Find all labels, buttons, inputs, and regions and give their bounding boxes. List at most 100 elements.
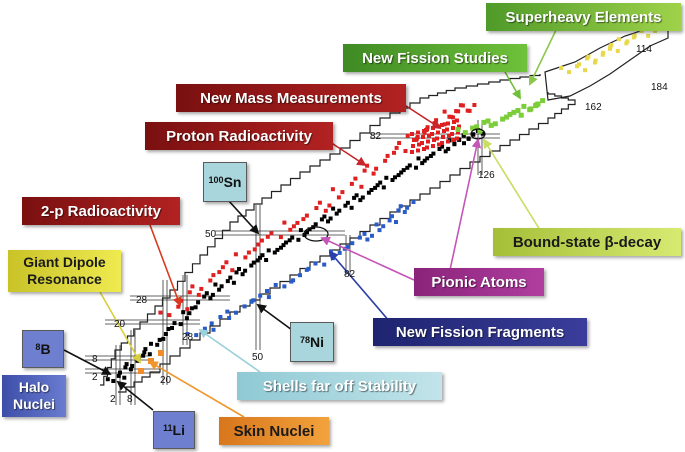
nuclide-cell-stable-76 <box>358 198 363 203</box>
nuclide-cell-proton-rich-36 <box>340 190 345 195</box>
nuclide-cell-proton-rich-49 <box>397 141 402 145</box>
nuclide-cell-fission-20 <box>540 98 546 104</box>
nuclide-cell-stable-42 <box>237 267 241 271</box>
nuclide-cell-stable-33 <box>210 292 215 297</box>
nuclide-cell-mass-cluster-8 <box>452 138 456 142</box>
nuclide-cell-stable-48 <box>264 258 269 262</box>
nuclide-cell-stable-96 <box>422 158 427 163</box>
nuclide-cell-mass-cluster-4 <box>431 144 435 148</box>
nuclide-cell-neutron-rich-44 <box>411 200 416 204</box>
nuclide-cell-neutron-rich-40 <box>396 208 401 213</box>
nuclide-cell-proton-rich-3 <box>185 307 190 312</box>
nuclide-cell-stable-92 <box>407 163 412 168</box>
label-halo-line1: Halo <box>18 379 50 395</box>
nuclide-cell-fission-13 <box>518 112 524 118</box>
nuclide-cell-fission-14 <box>515 108 521 113</box>
magic-number-proton-28: 28 <box>136 295 148 306</box>
label-bound-state-beta-decay: Bound-state β-decay <box>493 228 681 256</box>
nuclide-cell-proton-rich-56 <box>425 125 430 130</box>
nuclide-cell-fission-11 <box>504 114 510 120</box>
nuclide-cell-fission-0 <box>455 127 461 132</box>
nuclide-cell-mass-cluster-1 <box>416 148 420 153</box>
nuclide-cell-stable-29 <box>196 300 201 305</box>
magic-number-neutron-82: 82 <box>344 269 356 280</box>
nuclide-cell-stable-20 <box>170 326 174 330</box>
nuclide-cell-proton-rich-63 <box>447 114 452 119</box>
nuclide-cell-stable-72 <box>343 203 348 208</box>
label-new-fission-studies: New Fission Studies <box>343 44 527 72</box>
nuclide-cell-mass-cluster-21 <box>415 136 419 141</box>
nuclide-cell-stable-101 <box>443 149 448 154</box>
nuclide-sn100-mass: 100 <box>208 175 224 185</box>
nuclide-cell-stable-70 <box>331 206 336 211</box>
magic-number-neutron-162: 162 <box>585 102 602 113</box>
nuclide-cell-proton-rich-24 <box>288 227 293 232</box>
nuclide-cell-proton-rich-29 <box>304 213 309 218</box>
nuclide-cell-neutron-rich-11 <box>249 299 254 304</box>
nuclide-cell-superheavy-8 <box>593 58 598 63</box>
nuclide-cell-mass-cluster-22 <box>421 135 425 139</box>
nuclide-cell-proton-rich-60 <box>442 109 447 114</box>
nuclide-cell-skin-1 <box>148 358 154 364</box>
nuclide-cell-mass-cluster-32 <box>422 129 426 133</box>
magic-number-proton-8: 8 <box>92 354 98 365</box>
nuclide-cell-neutron-rich-38 <box>394 220 398 224</box>
nuclide-cell-neutron-rich-21 <box>304 267 309 272</box>
nuclide-cell-superheavy-3 <box>583 68 587 73</box>
nuclide-cell-superheavy-11 <box>601 50 606 55</box>
nuclide-cell-proton-rich-64 <box>454 109 459 114</box>
magic-number-neutron-2: 2 <box>110 394 116 405</box>
label-bound-state-beta-decay-text: Bound-state β-decay <box>512 233 662 251</box>
nuclide-cell-stable-94 <box>420 161 425 166</box>
nuclide-cell-proton-rich-31 <box>323 208 328 213</box>
nuclide-cell-mass-cluster-16 <box>441 135 445 139</box>
nuclide-cell-proton-rich-67 <box>458 103 463 108</box>
nuclide-cell-stable-40 <box>234 270 239 275</box>
nuclide-cell-proton-rich-1 <box>167 313 172 318</box>
magic-number-neutron-50: 50 <box>252 352 264 363</box>
nuclide-cell-proton-rich-26 <box>291 224 296 229</box>
label-proton-radioactivity-text: Proton Radioactivity <box>166 127 312 145</box>
nuclide-cell-neutron-rich-0 <box>185 332 190 336</box>
nuclide-cell-stable-10 <box>141 353 146 358</box>
nuclide-cell-stable-43 <box>243 268 248 273</box>
label-proton-radioactivity: Proton Radioactivity <box>145 122 333 150</box>
nuclide-cell-proton-rich-2 <box>176 304 181 309</box>
nuclide-cell-stable-106 <box>452 141 457 146</box>
nuclide-cell-proton-rich-25 <box>282 220 287 225</box>
nuclide-cell-proton-rich-38 <box>359 184 364 189</box>
nuclide-cell-proton-rich-11 <box>211 273 216 278</box>
nuclide-cell-stable-30 <box>202 294 207 299</box>
nuclide-cell-mass-cluster-9 <box>455 136 459 141</box>
label-new-mass-measurements: New Mass Measurements <box>176 84 406 112</box>
nuclide-cell-neutron-rich-39 <box>390 214 394 219</box>
nuclide-cell-mass-cluster-36 <box>440 123 444 127</box>
nuclide-cell-stable-56 <box>284 240 288 245</box>
nuclide-cell-proton-rich-27 <box>301 217 306 222</box>
arrow-giant-dipole <box>99 291 141 364</box>
nuclide-cell-stable-102 <box>440 144 445 149</box>
nuclide-cell-proton-rich-34 <box>336 195 341 200</box>
nuclide-cell-stable-55 <box>287 238 292 243</box>
nuclide-cell-stable-57 <box>290 235 295 240</box>
nuclide-cell-stable-36 <box>219 284 224 289</box>
nuclide-cell-stable-80 <box>373 185 378 190</box>
nuclide-cell-proton-rich-35 <box>330 187 335 192</box>
nuclide-cell-fission-12 <box>511 109 517 115</box>
nuclide-cell-mass-cluster-24 <box>430 132 434 136</box>
nuclide-cell-proton-rich-18 <box>246 250 251 255</box>
arrow-bound-state <box>482 138 541 231</box>
nuclide-cell-fission-15 <box>521 103 527 109</box>
nuclide-cell-proton-rich-20 <box>265 234 270 239</box>
nuclide-cell-superheavy-24 <box>653 29 658 33</box>
nuclide-cell-stable-113 <box>466 136 471 141</box>
nuclide-cell-proton-rich-46 <box>385 153 390 158</box>
nuclide-cell-proton-rich-42 <box>365 163 370 168</box>
nuclide-cell-stable-24 <box>184 316 189 321</box>
nuclide-cell-stable-75 <box>352 195 357 200</box>
nuclide-cell-neutron-rich-5 <box>218 315 223 319</box>
nuclide-cell-superheavy-14 <box>609 43 614 48</box>
label-giant-dipole-resonance: Giant Dipole Resonance <box>8 250 121 292</box>
nuclide-cell-stable-95 <box>416 156 421 161</box>
